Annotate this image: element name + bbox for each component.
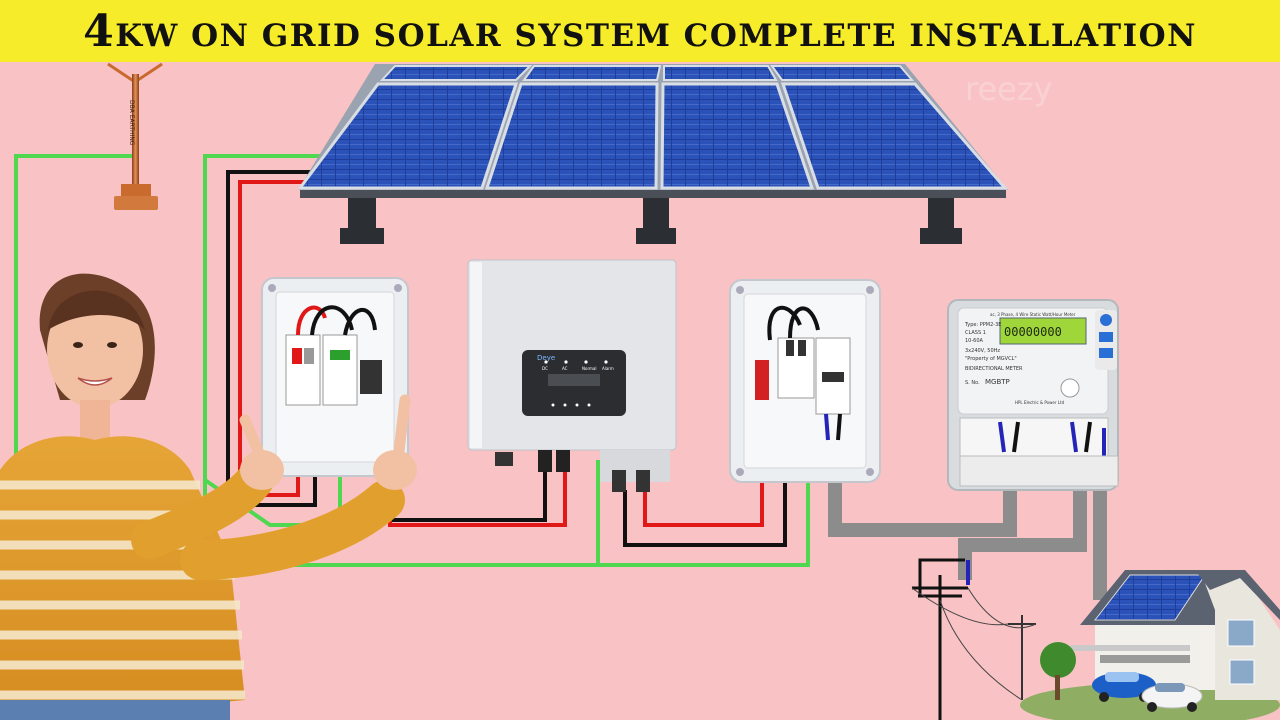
meter-voltage: 3x240V, 50Hz (965, 348, 1000, 354)
ac-distribution-box (729, 279, 881, 483)
meter-display: 00000000 (1004, 325, 1062, 339)
solar-panel (660, 82, 815, 190)
pointing-hand-right (373, 394, 417, 490)
inverter-brand: Deye (537, 354, 555, 362)
inverter-led-label: Normal (582, 366, 596, 371)
utility-pole-far (1008, 615, 1036, 700)
solar-array: reezy (297, 64, 1053, 244)
meter-class: CLASS 1 (965, 330, 986, 336)
white-car (1141, 683, 1203, 712)
inverter-led-label: AC (562, 366, 568, 371)
utility-pole-near (912, 575, 968, 720)
meter-type: Type: PPM2-3E (964, 322, 1001, 328)
solar-panel (297, 82, 519, 190)
inverter-led-label: Alarm (602, 366, 614, 371)
inverter-led (544, 360, 548, 364)
title-banner: 4KW ON GRID SOLAR SYSTEM COMPLETE INSTAL… (0, 0, 1280, 62)
meter-serial: MGBTP (985, 378, 1010, 386)
solar-panel (663, 65, 778, 81)
meter-bidirectional: BIDIRECTIONAL METER (965, 366, 1023, 372)
title-rest: KW ON GRID SOLAR SYSTEM COMPLETE INSTALL… (115, 17, 1197, 54)
earthing-rod: DBA EARTHING (107, 62, 163, 210)
inverter-led (564, 360, 568, 364)
presenter-illustration (0, 273, 417, 720)
inverter-led-label: DC (542, 366, 548, 371)
solar-panel (780, 82, 1009, 190)
meter-manufacturer: HPL Electric & Power Ltd (1015, 400, 1065, 405)
dc-distribution-box (261, 277, 409, 477)
solar-panel (770, 65, 915, 81)
meter-current: 10-60A (965, 338, 984, 344)
meter-property: "Property of MGVCL" (965, 356, 1017, 362)
page-title: 4KW ON GRID SOLAR SYSTEM COMPLETE INSTAL… (83, 6, 1197, 57)
title-lead: 4 (83, 5, 116, 57)
inverter: Deye DC AC Normal Alarm (467, 259, 677, 492)
earthing-label: DBA EARTHING (128, 100, 135, 146)
energy-meter: ac, 3 Phase, 4 Wire Static Watt/Hour Met… (947, 299, 1119, 491)
inverter-led (584, 360, 588, 364)
solar-panel (522, 65, 662, 81)
house (1020, 570, 1280, 720)
inverter-indicators: DC AC Normal Alarm (542, 360, 614, 371)
panel-mount-legs (340, 198, 962, 244)
power-lines (911, 587, 1037, 701)
blue-car (1092, 672, 1156, 702)
grid-drop-wires (918, 558, 965, 595)
meter-serial-label: S. No. (965, 380, 980, 386)
inverter-led (604, 360, 608, 364)
solar-panel (484, 82, 659, 190)
solar-panel (379, 65, 533, 81)
watermark: reezy (965, 70, 1053, 108)
meter-header: ac, 3 Phase, 4 Wire Static Watt/Hour Met… (990, 312, 1076, 317)
pointing-hand-left (239, 414, 284, 490)
